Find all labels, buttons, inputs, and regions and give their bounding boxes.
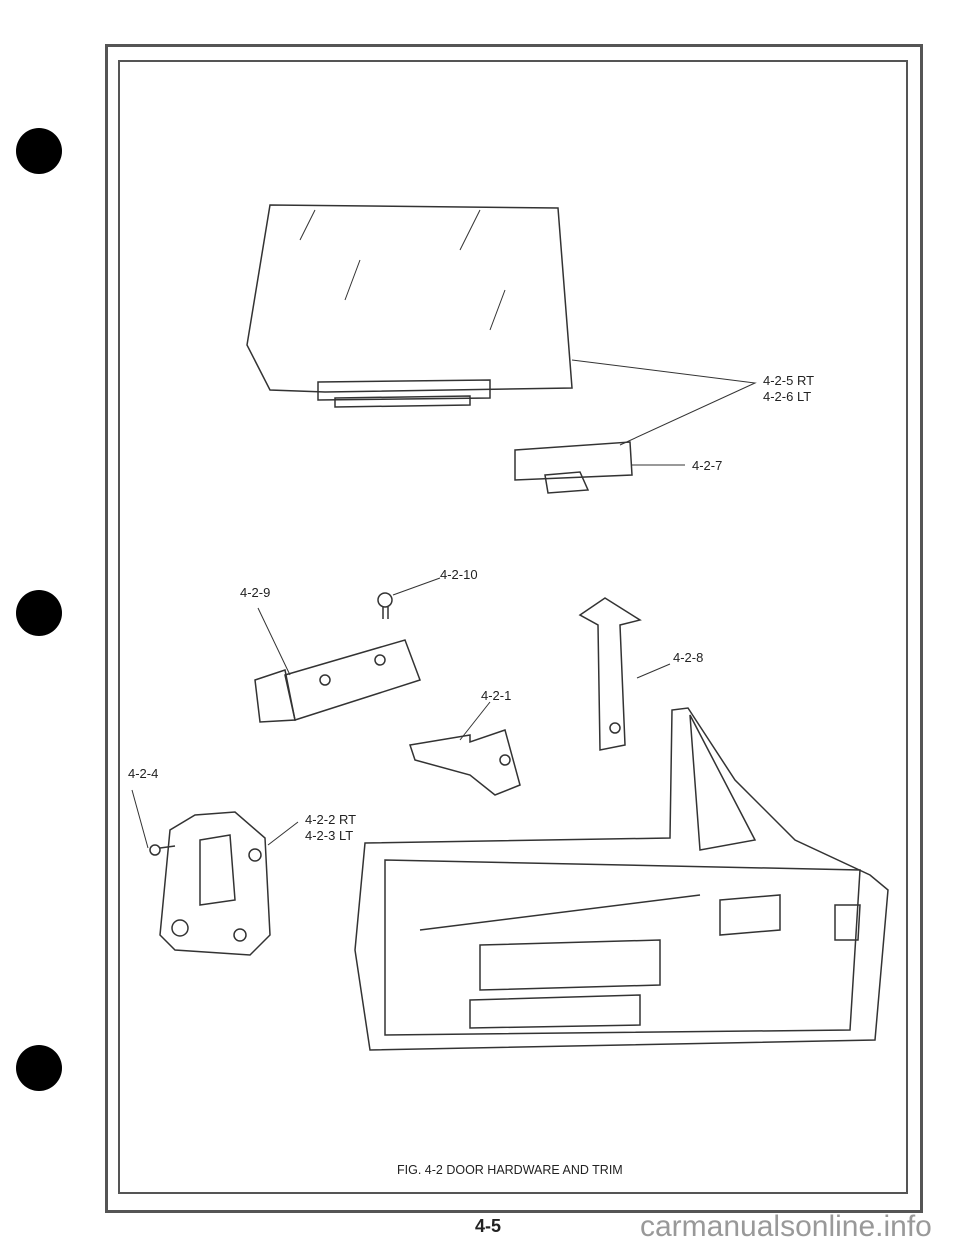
bracket-l [578, 597, 642, 751]
label-bracket: 4-2-8 [673, 650, 704, 665]
label-glass-rt: 4-2-5 RT [763, 373, 815, 388]
label-channel: 4-2-7 [692, 458, 723, 473]
page-number: 4-5 [475, 1216, 502, 1236]
binder-hole [16, 128, 62, 174]
door-shell [354, 707, 889, 1051]
glass-channel [514, 441, 633, 494]
inner-border [118, 60, 908, 1194]
label-screw: 4-2-4 [128, 766, 159, 781]
label-stop: 4-2-1 [481, 688, 512, 703]
screw-top [377, 592, 393, 619]
outer-border [105, 44, 923, 1213]
binder-hole [16, 590, 62, 636]
regulator [254, 639, 421, 723]
handle-trim-plate [159, 811, 271, 956]
screw [149, 844, 176, 856]
label-handle-rt: 4-2-2 RT [305, 812, 357, 827]
label-glass-lt: 4-2-6 LT [763, 389, 812, 404]
leader-lines [131, 359, 757, 849]
stop-bracket [409, 729, 521, 796]
label-screw-top: 4-2-10 [440, 567, 478, 582]
binder-hole [16, 1045, 62, 1091]
door-glass [246, 204, 573, 408]
watermark: carmanualsonline.info [640, 1210, 932, 1243]
label-regulator: 4-2-9 [240, 585, 271, 600]
label-handle-lt: 4-2-3 LT [305, 828, 354, 843]
figure-caption: FIG. 4-2 DOOR HARDWARE AND TRIM [397, 1163, 623, 1177]
